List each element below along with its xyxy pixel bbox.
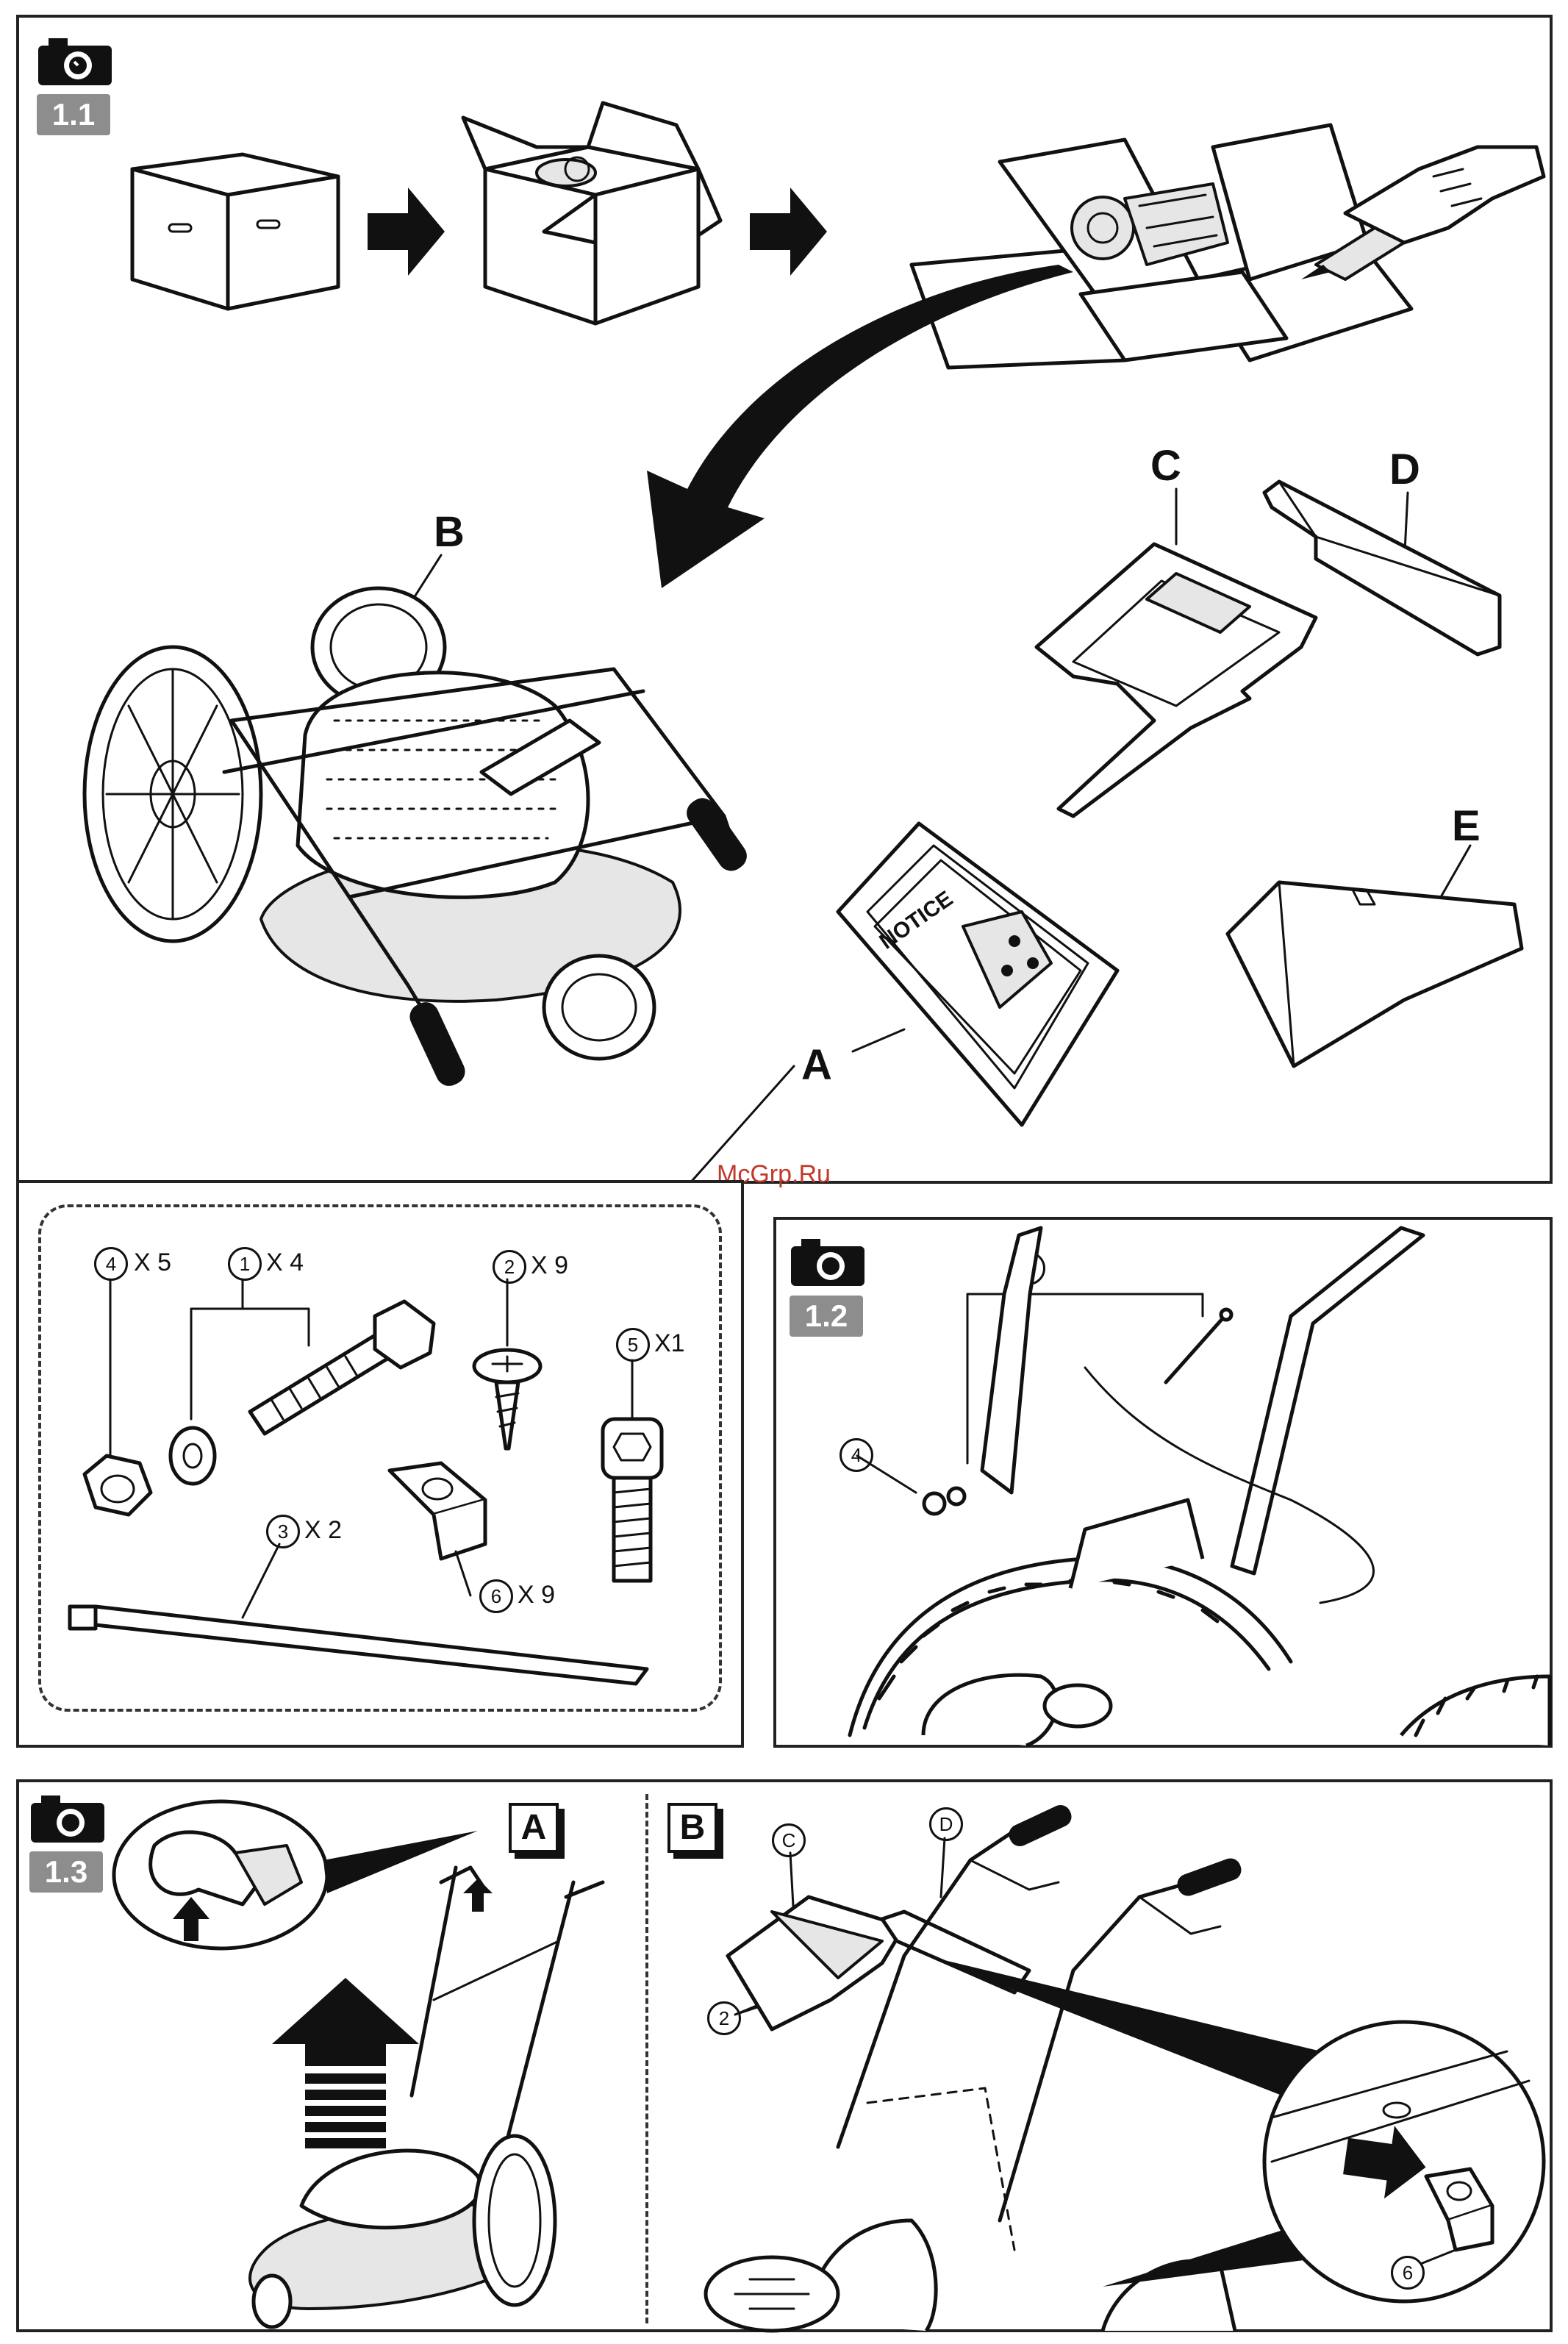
curved-arrow-icon	[617, 265, 1088, 603]
panel-badge-1-3: 1.3	[29, 1851, 103, 1893]
screw-illustration	[463, 1279, 551, 1456]
qty-2: X 9	[531, 1251, 568, 1280]
callout-1: 1	[228, 1247, 262, 1281]
qty-5: X1	[654, 1329, 685, 1358]
panel-1-3-divider	[645, 1794, 648, 2323]
qty-3: X 2	[304, 1516, 342, 1545]
callout-4: 4	[94, 1247, 128, 1281]
cable-tie-illustration	[66, 1544, 654, 1691]
qty-1: X 4	[266, 1248, 304, 1277]
arrow-right-icon	[750, 187, 831, 276]
callout-6-p13: 6	[1391, 2256, 1425, 2290]
item-label-e: E	[1452, 801, 1481, 851]
item-label-b: B	[434, 507, 465, 557]
arrow-right-icon	[368, 187, 448, 276]
step-label-a: A	[509, 1803, 559, 1853]
panel-badge-1-1: 1.1	[37, 94, 110, 135]
cover-e-illustration	[1220, 846, 1529, 1081]
mower-illustration	[40, 574, 761, 1088]
bracket-d-illustration	[1257, 478, 1507, 662]
closed-box-illustration	[125, 125, 346, 316]
qty-4: X 5	[134, 1248, 171, 1277]
camera-icon	[35, 37, 116, 88]
handle-assembly-illustration	[776, 1221, 1550, 1746]
camera-icon	[28, 1794, 109, 1845]
plate-mount-illustration	[662, 1809, 1544, 2331]
item-label-c: C	[1150, 441, 1181, 490]
mower-lift-illustration	[221, 1853, 632, 2331]
callout-5: 5	[616, 1328, 650, 1362]
nut-illustration	[74, 1279, 162, 1544]
